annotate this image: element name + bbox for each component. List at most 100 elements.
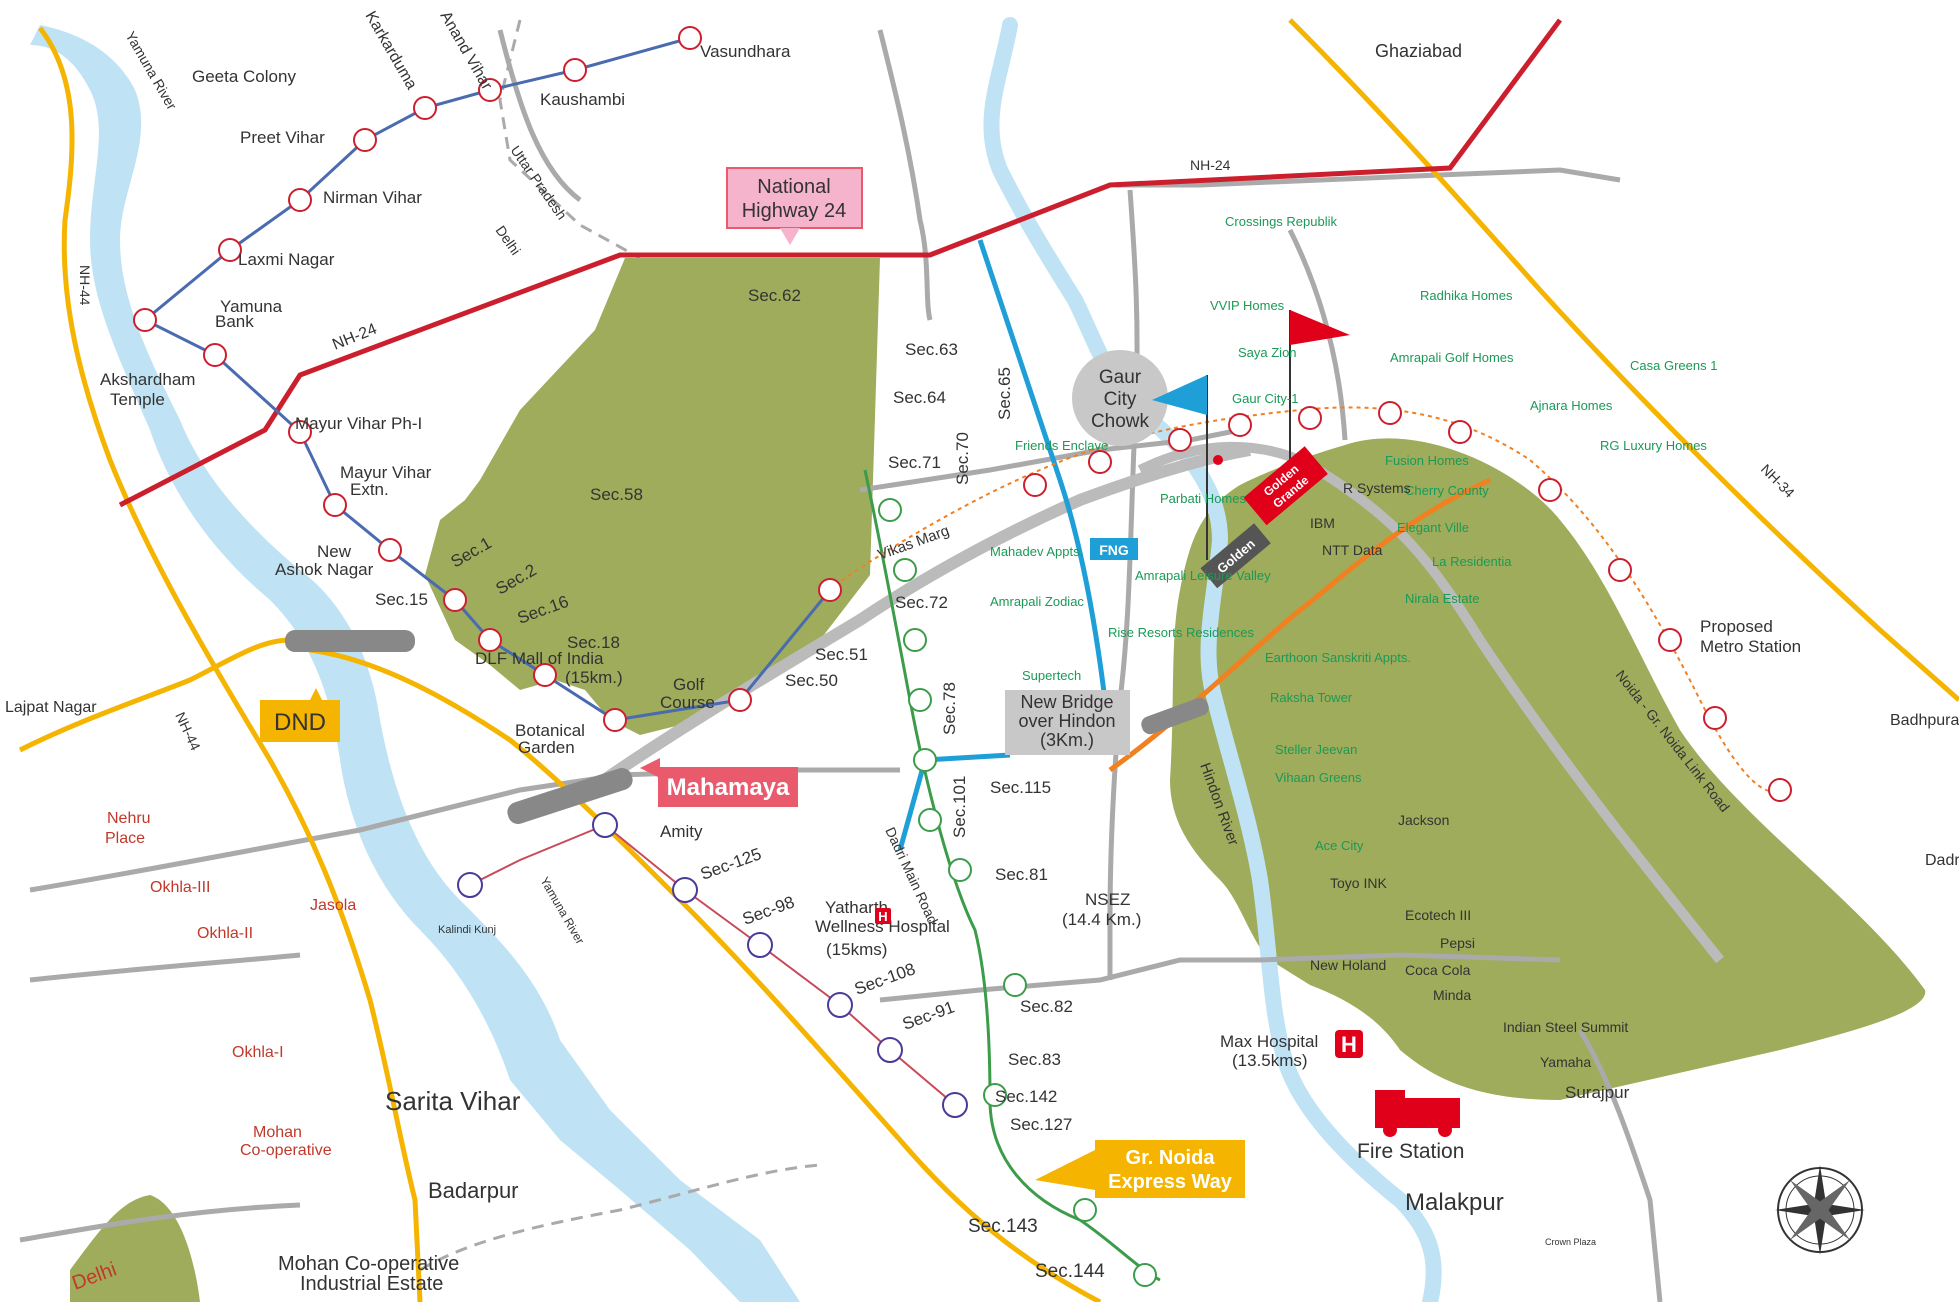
metro-station-icon — [1768, 778, 1792, 802]
metro-station-icon — [728, 688, 752, 712]
projects-label-22: Raksha Tower — [1270, 690, 1353, 705]
places-label-44: (14.4 Km.) — [1062, 910, 1141, 929]
metro-station-icon — [827, 992, 853, 1018]
places-label-34: Sec.70 — [953, 432, 972, 485]
places-label-68: Surajpur — [1565, 1083, 1630, 1102]
projects-label-10: Amrapali Golf Homes — [1390, 350, 1514, 365]
gaur-chowk-line3: Chowk — [1091, 411, 1150, 432]
yamuna-river — [30, 25, 800, 1302]
places-label-9: Yamuna — [220, 297, 283, 316]
places-label-13: Mayur Vihar Ph-I — [295, 414, 422, 433]
places-label-41: Sec.115 — [990, 778, 1051, 797]
projects-label-0: Crossings Republik — [1225, 214, 1337, 229]
companies-label-7: New Holand — [1310, 957, 1386, 973]
metro-station-icon — [1608, 558, 1632, 582]
hospital-icon: H H — [875, 908, 1363, 1058]
metro-station-icon — [1703, 706, 1727, 730]
places-label-56: Sec.127 — [1010, 1115, 1072, 1134]
metro-station-icon — [877, 1037, 903, 1063]
projects-label-7: Amrapali Zodiac — [990, 594, 1084, 609]
callout-gr-noida-line1: Gr. Noida — [1126, 1147, 1216, 1169]
metro-station-icon — [672, 877, 698, 903]
companies-label-10: Indian Steel Summit — [1503, 1019, 1628, 1035]
metro-station-icon — [288, 420, 312, 444]
places-label-12: Temple — [110, 390, 165, 409]
places-label-70: Metro Station — [1700, 637, 1801, 656]
metro-station-icon — [592, 812, 618, 838]
places-label-10: Bank — [215, 312, 254, 331]
nh44-label-a: NH-44 — [77, 265, 93, 306]
projects-label-15: Cherry County — [1405, 483, 1489, 498]
metro-station-icon — [478, 78, 502, 102]
places-label-16: New — [317, 542, 352, 561]
metro-station-icon — [1023, 473, 1047, 497]
places-label-36: Sec.72 — [895, 593, 948, 612]
svg-text:H: H — [878, 909, 887, 924]
state-border — [498, 19, 641, 260]
fire-truck-icon — [1375, 1090, 1460, 1137]
fng-road — [977, 239, 1108, 701]
places-label-73: Lajpat Nagar — [5, 699, 97, 716]
places-label-71: Badhpura — [1890, 712, 1959, 729]
metro-station-icon — [1378, 401, 1402, 425]
callout-new-bridge-line1: New Bridge — [1020, 692, 1113, 712]
places-label-27: Golf — [673, 675, 704, 694]
metro-station-icon — [533, 663, 557, 687]
hindon-river — [983, 17, 1442, 1302]
places-label-67: Malakpur — [1405, 1189, 1504, 1216]
callout-new-bridge-line3: (3Km.) — [1040, 730, 1094, 750]
metro-station-icon — [603, 708, 627, 732]
places-label-45: Amity — [660, 822, 703, 841]
places-label-50: (15kms) — [826, 940, 887, 959]
callout-nh24-line2: Highway 24 — [742, 200, 847, 222]
places-label-55: Sec.142 — [995, 1087, 1057, 1106]
places-label-35: Sec.71 — [888, 453, 941, 472]
flag-icon — [1152, 310, 1350, 560]
metro-station-icon — [1168, 428, 1192, 452]
metro-station-icon — [1538, 478, 1562, 502]
places-label-28: Course — [660, 693, 715, 712]
places-label-59: Kalindi Kunj — [438, 924, 496, 936]
metro-station-icon — [1448, 420, 1472, 444]
red_places-label-5: Okhla-I — [232, 1044, 284, 1061]
metro-station-icon — [323, 493, 347, 517]
places-label-63: Industrial Estate — [300, 1273, 443, 1295]
nh24-road — [118, 18, 1563, 508]
companies-label-6: Pepsi — [1440, 935, 1475, 951]
projects-label-18: Nirala Estate — [1405, 591, 1479, 606]
callout-gr-noida: Gr. Noida Express Way — [1035, 1140, 1245, 1198]
metro-station-icon — [918, 808, 942, 832]
projects-label-6: Mahadev Appts. — [990, 544, 1083, 559]
projects-label-12: Ajnara Homes — [1530, 398, 1613, 413]
metro-station-icon — [353, 128, 377, 152]
places-label-1: Geeta Colony — [192, 67, 296, 86]
callout-mahamaya: Mahamaya — [640, 758, 798, 807]
metro-station-icon — [563, 58, 587, 82]
projects-label-17: La Residentia — [1432, 554, 1512, 569]
metro-station-icon — [913, 748, 937, 772]
places-label-23: DLF Mall of India — [475, 649, 604, 668]
companies-label-9: Minda — [1433, 987, 1471, 1003]
compass-icon — [1775, 1165, 1865, 1255]
proposed-metro-line — [834, 406, 1781, 793]
noida-sector-area — [425, 258, 880, 735]
places-label-57: Sec.143 — [968, 1216, 1038, 1237]
places-label-49: Wellness Hospital — [815, 917, 950, 936]
metro-station-icon — [1073, 1198, 1097, 1222]
places-label-0: Ghaziabad — [1375, 41, 1462, 61]
places-label-38: Sec.50 — [785, 671, 838, 690]
places-label-61: Badarpur — [428, 1178, 519, 1203]
callout-new-bridge-line2: over Hindon — [1018, 711, 1115, 731]
projects-label-8: Supertech — [1022, 668, 1081, 683]
places-label-3: Nirman Vihar — [323, 188, 422, 207]
projects-label-14: Fusion Homes — [1385, 453, 1469, 468]
vikas-marg-road — [586, 444, 1251, 795]
places-label-30: Sec.62 — [748, 286, 801, 305]
projects-label-13: RG Luxury Homes — [1600, 438, 1707, 453]
projects-label-3: Gaur City-1 — [1232, 391, 1298, 406]
callout-gr-noida-line2: Express Way — [1108, 1171, 1233, 1193]
metro-station-icon — [1003, 973, 1027, 997]
companies-label-3: Jackson — [1398, 812, 1449, 828]
callout-dnd-text: DND — [274, 709, 326, 736]
